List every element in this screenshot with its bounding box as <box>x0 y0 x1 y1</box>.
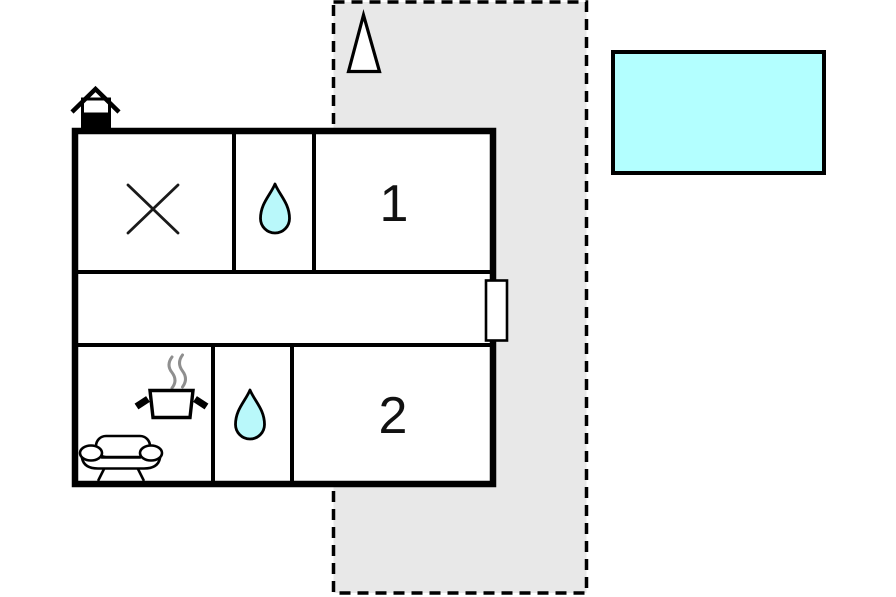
pot-handle-right <box>193 396 209 410</box>
water-drop-icon <box>259 182 291 235</box>
pot-handle-left <box>134 396 150 410</box>
room-1-label: 1 <box>380 175 409 233</box>
sofa-icon <box>78 434 164 482</box>
sofa-leg-left <box>97 467 106 482</box>
house-entrance-roof <box>70 85 121 114</box>
sofa-base <box>80 456 162 470</box>
room-2-label: 2 <box>379 387 408 445</box>
cooking-pot-icon <box>134 353 209 420</box>
x-cross-icon <box>126 183 180 235</box>
door <box>484 279 509 342</box>
sofa-leg-right <box>136 467 145 482</box>
pool <box>611 50 826 175</box>
sofa-armrest-left <box>78 444 104 462</box>
house-entrance-base <box>81 112 111 127</box>
sofa-armrest-right <box>138 444 164 462</box>
water-drop-icon <box>234 388 266 441</box>
pot-body <box>148 388 195 420</box>
steam-icon <box>167 355 177 390</box>
tree-icon <box>346 8 382 74</box>
house-outline <box>71 127 497 488</box>
steam-icon <box>178 353 187 389</box>
house-entrance-icon <box>70 85 121 128</box>
